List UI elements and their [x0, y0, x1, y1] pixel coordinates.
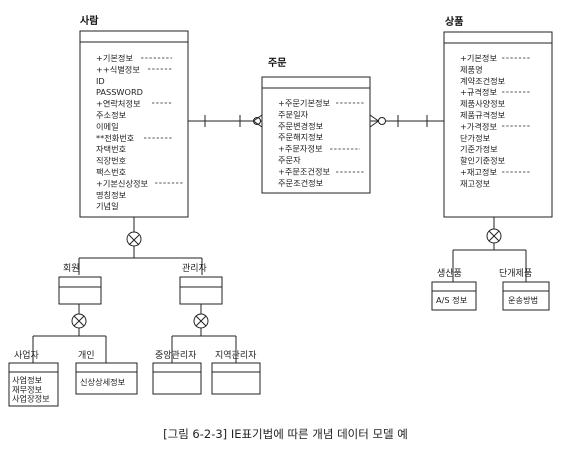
entity-attribute: 재무정보 [12, 384, 43, 394]
entity-attribute: 주문일자 [278, 109, 309, 119]
entity-title: 상품 [445, 15, 463, 28]
subtype-person [78, 217, 203, 275]
entity-attribute: 주문변경정보 [278, 121, 324, 131]
entity-attribute: 이메일 [96, 121, 119, 131]
entity-title: 사람 [80, 14, 99, 27]
figure-caption: [그림 6-2-3] IE표기법에 따른 개념 데이터 모델 예 [163, 427, 408, 441]
entity-title: 관리자 [182, 263, 208, 274]
entity-attribute: 주문해지정보 [278, 132, 324, 142]
entity-title: 회원 [63, 263, 80, 274]
entity-attribute: 사업장정보 [12, 394, 50, 404]
entity-individual: 개인 신상상세정보 [75, 350, 138, 395]
entity-attribute: +재고정보 [460, 167, 497, 177]
subtype-member [32, 304, 107, 363]
entity-title: 주문 [268, 57, 286, 69]
entity-attribute: 주문자 [278, 155, 301, 165]
relationship-person-order [188, 114, 263, 128]
entity-attribute: ID [96, 76, 105, 86]
entity-title: 생산품 [437, 268, 462, 279]
entity-attribute: 기념일 [96, 201, 119, 211]
entity-attribute: +주문자정보 [278, 144, 323, 154]
entity-attribute: 주소정보 [96, 110, 127, 120]
entity-attribute: 명칭정보 [96, 190, 127, 200]
entity-attribute: +기본정보 [460, 53, 497, 63]
entity-attribute: PASSWORD [96, 87, 143, 97]
entity-regional-manager: 지역관리자 [211, 350, 261, 395]
entity-attribute: 계약조건정보 [460, 76, 506, 86]
entity-attribute: 기준가정보 [460, 144, 498, 154]
entity-attribute: 직장번호 [96, 156, 127, 166]
entity-title: 개인 [78, 350, 95, 361]
entity-attribute: 사업정보 [12, 375, 43, 385]
entity-attribute: 단가정보 [460, 133, 491, 143]
entity-attribute: ++식별정보 [96, 64, 140, 74]
entity-attribute: 제품사양정보 [460, 99, 506, 109]
entity-central-manager: 중앙관리자 [152, 349, 202, 395]
entity-attribute: +연락처정보 [96, 99, 141, 109]
entity-attribute: 자택번호 [96, 144, 127, 154]
entity-attribute: 팩스번호 [96, 167, 127, 177]
entity-attribute: 주문조건정보 [278, 178, 324, 188]
entity-reseller-goods: 단개제품 운송방법 [499, 268, 550, 311]
entity-member: 회원 [58, 263, 102, 305]
entity-attribute: 신상상세정보 [80, 377, 126, 387]
entity-title: 중앙관리자 [155, 349, 197, 361]
entity-product: 상품 +기본정보제품명계약조건정보+규격정보제품사양정보제품규격정보+가격정보단… [443, 15, 553, 218]
subtype-product [452, 217, 527, 282]
entity-produced-goods: 생산품 A/S 정보 [431, 268, 477, 311]
entity-attribute: 제품규격정보 [460, 110, 506, 120]
relationship-order-product [369, 114, 444, 128]
entity-attribute: +주문조건정보 [278, 166, 331, 176]
subtype-manager [171, 304, 237, 363]
entity-title: 단개제품 [499, 268, 532, 279]
entity-attribute: +기본신상정보 [96, 178, 149, 188]
entity-attribute: +기본정보 [96, 53, 133, 63]
entity-title: 지역관리자 [215, 350, 257, 361]
entity-manager: 관리자 [179, 263, 223, 305]
entity-attribute: +규격정보 [460, 87, 497, 97]
entity-attribute: 재고정보 [460, 178, 491, 188]
entity-attribute: +주문기본정보 [278, 98, 331, 108]
entity-attribute: +가격정보 [460, 121, 497, 131]
entity-title: 사업자 [14, 350, 40, 361]
entity-attribute: 할인기준정보 [460, 156, 506, 166]
entity-attribute: **전화번호 [96, 133, 135, 143]
entity-attribute: 제품명 [460, 64, 483, 74]
entity-attribute: 운송방법 [508, 295, 538, 305]
entity-attribute: A/S 정보 [436, 295, 468, 305]
